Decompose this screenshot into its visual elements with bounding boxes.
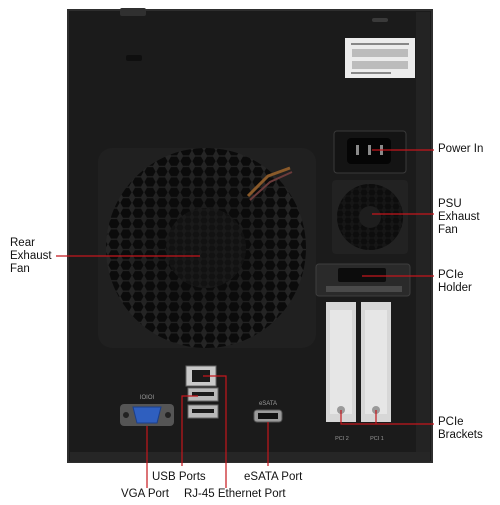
- pcie-holder: [315, 263, 411, 297]
- label-pcie-brackets: PCIe Brackets: [438, 416, 483, 441]
- esata-mark: eSATA: [259, 401, 277, 407]
- label-esata-port: eSATA Port: [244, 471, 303, 483]
- esata-port: [253, 409, 283, 423]
- label-vga-port: VGA Port: [121, 488, 169, 500]
- leader-pcie-brackets: [340, 410, 434, 425]
- rear-exhaust-fan: [98, 148, 316, 348]
- label-rear-exhaust-fan: Rear Exhaust Fan: [10, 237, 52, 275]
- label-usb-ports: USB Ports: [152, 471, 206, 483]
- vga-mark: IOIOI: [140, 395, 155, 401]
- top-latch: [120, 8, 146, 16]
- pcie-brackets: [326, 302, 391, 422]
- leader-usb-ports: [181, 395, 198, 466]
- pci2-mark: PCI 2: [335, 436, 349, 442]
- vga-port: [120, 404, 174, 426]
- pci1-mark: PCI 1: [370, 436, 384, 442]
- rj45-port: [185, 365, 217, 387]
- barcode-sticker: [345, 38, 415, 78]
- label-rj45-port: RJ-45 Ethernet Port: [184, 488, 286, 500]
- label-psu-exhaust-fan: PSU Exhaust Fan: [438, 198, 480, 236]
- leader-rj45-port: [203, 375, 227, 488]
- psu-exhaust-fan: [332, 180, 408, 254]
- usb-ports: [187, 387, 219, 419]
- label-pcie-holder: PCIe Holder: [438, 269, 472, 294]
- power-inlet: [333, 130, 407, 174]
- label-power-in: Power In: [438, 143, 484, 155]
